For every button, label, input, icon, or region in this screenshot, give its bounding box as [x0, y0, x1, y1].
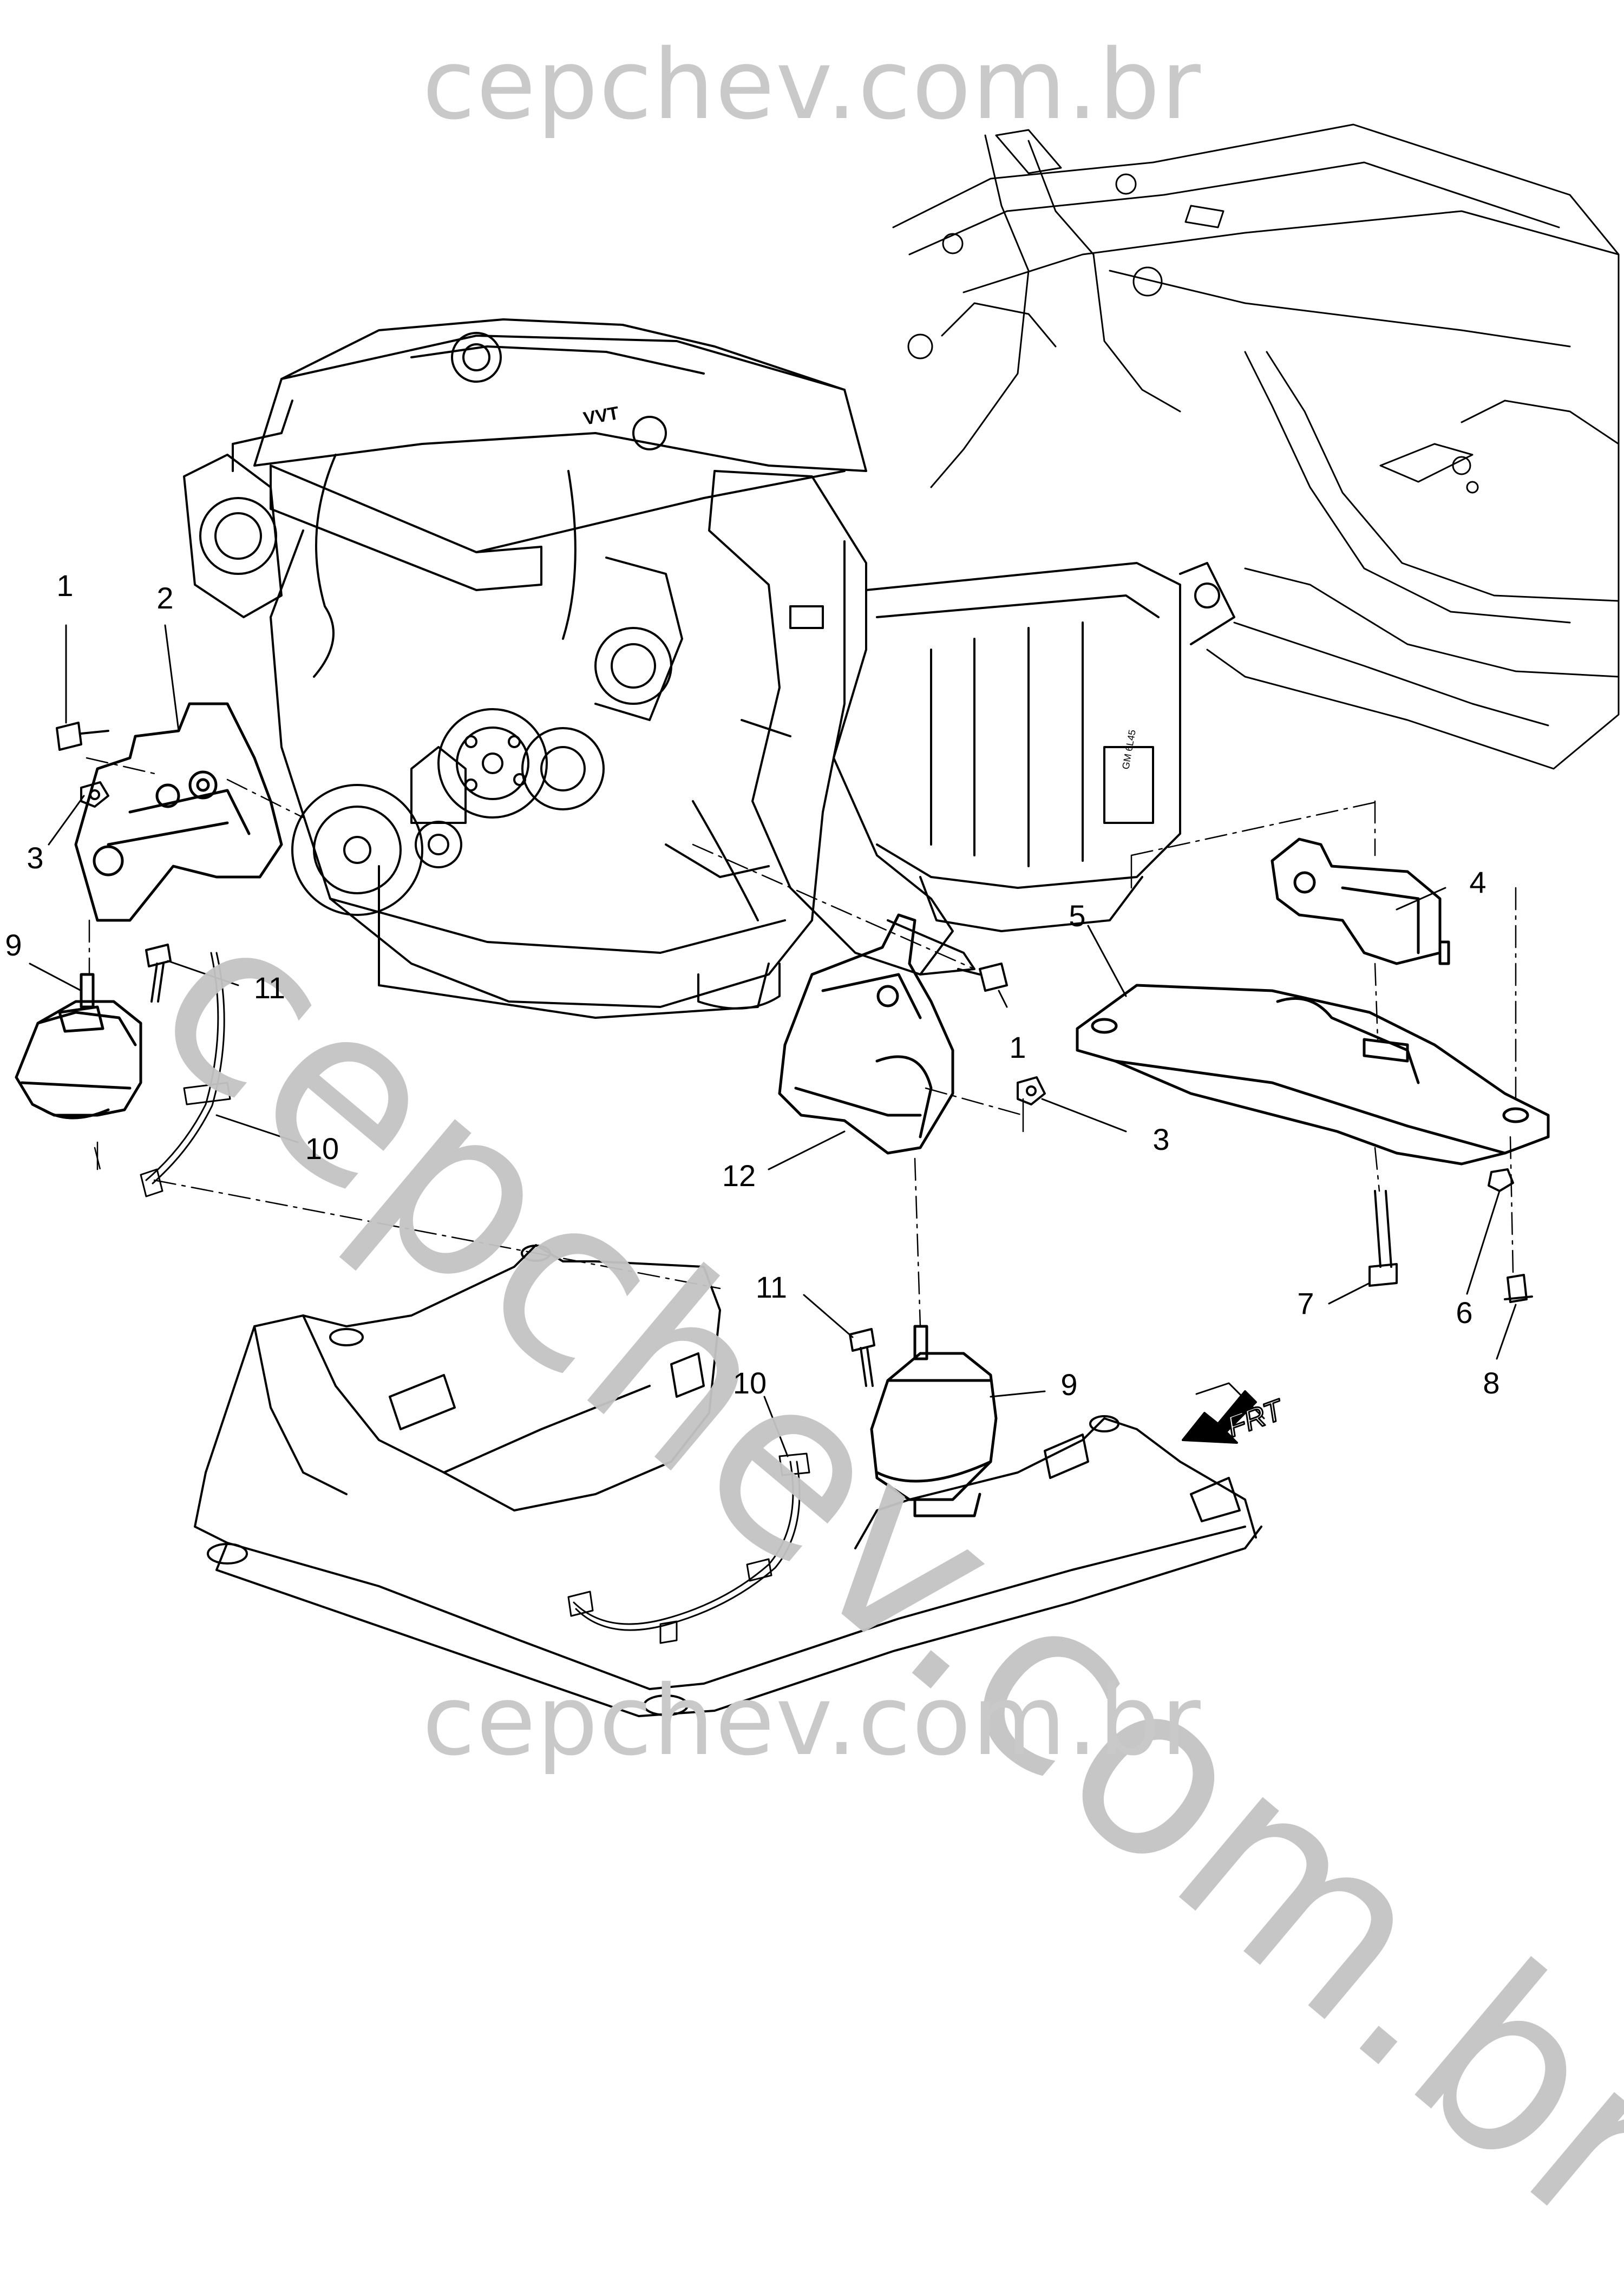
center-mount-bracket: [778, 913, 954, 1155]
transmission-assembly: [865, 562, 1235, 976]
callout-7: 7: [1297, 1286, 1314, 1320]
callout-11-left: 11: [253, 971, 286, 1005]
transmission-tag: GM 6L45: [1120, 729, 1138, 770]
front-direction-label: FRT: [1223, 1393, 1289, 1443]
callout-8: 8: [1483, 1366, 1500, 1400]
front-subframe: [194, 1244, 1262, 1717]
left-engine-mount: [15, 973, 142, 1120]
vehicle-underbody: [892, 123, 1620, 770]
watermark-top: cepchev.com.br: [422, 29, 1202, 141]
left-ground-strap: [140, 952, 231, 1197]
callout-5: 5: [1069, 899, 1086, 933]
callout-3-center: 3: [1152, 1122, 1170, 1156]
center-ground-strap: [567, 1452, 810, 1644]
left-mount-bracket: [74, 702, 283, 922]
fasteners: [56, 722, 1533, 1387]
watermark-bottom: cepchev.com.br: [422, 1665, 1202, 1777]
engine-cover-marking: VVT: [582, 403, 621, 429]
engine-assembly: [183, 318, 954, 1019]
callout-2: 2: [156, 581, 174, 615]
callout-1-left: 1: [56, 568, 74, 603]
callout-6: 6: [1456, 1295, 1473, 1330]
callout-12: 12: [722, 1159, 756, 1193]
callout-9-left: 9: [5, 928, 22, 962]
alignment-lines: [86, 757, 1517, 1327]
center-engine-mount: [870, 1325, 998, 1517]
diagram-stage: cepchev.com.br: [5, 29, 1624, 2284]
callout-10-left: 10: [305, 1131, 339, 1166]
exploded-view-illustration: GM 6L45 VVT: [15, 123, 1620, 1717]
callout-4: 4: [1469, 865, 1487, 899]
front-direction-arrow: FRT: [1182, 1382, 1289, 1444]
callout-9-center: 9: [1060, 1367, 1078, 1402]
callout-3-left: 3: [27, 841, 44, 875]
transmission-support: [1076, 984, 1550, 1166]
transmission-mount: [1271, 837, 1450, 965]
callout-1-center: 1: [1009, 1030, 1026, 1064]
callout-10-center: 10: [732, 1366, 767, 1400]
leader-lines: [29, 624, 1517, 1457]
callout-11-center: 11: [755, 1270, 788, 1304]
